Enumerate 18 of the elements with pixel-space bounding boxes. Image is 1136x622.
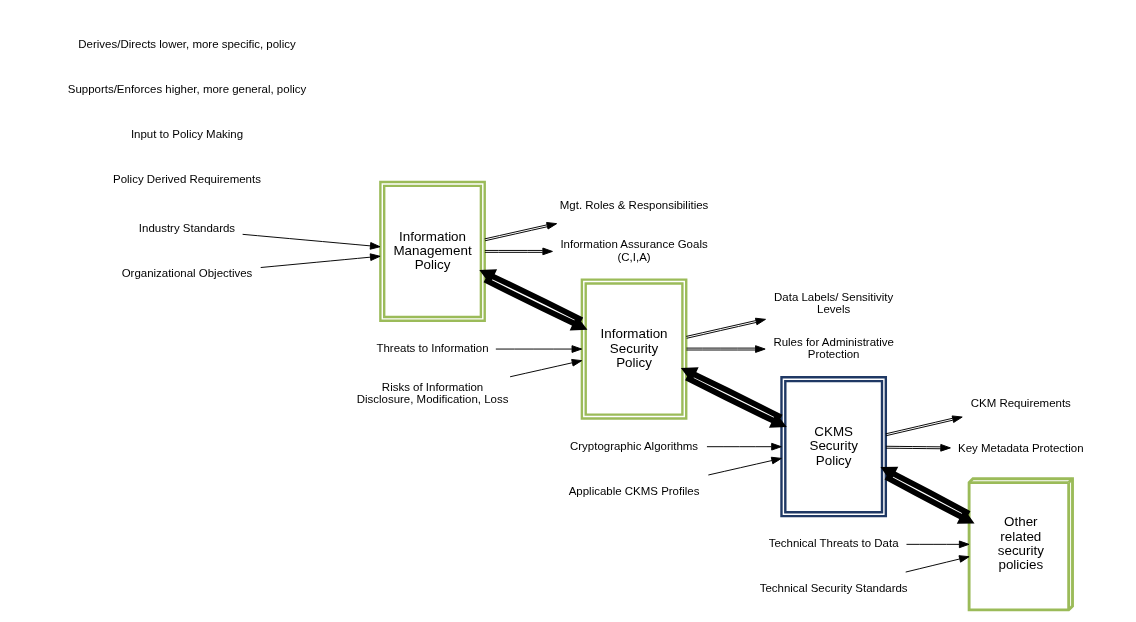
legend-label: Input to Policy Making [130,127,244,140]
node-text: Mgt. Roles & Responsibilities [559,199,709,212]
node-text: Risks of Information Disclosure, Modification, Loss [356,380,509,406]
node-text: Industry Standards [138,222,236,235]
node-text: Rules for Administrative Protection [773,335,894,361]
node-text: Key Metadata Protection [958,441,1084,454]
node-text: Cryptographic Algorithms [569,439,699,452]
legend-label: Derives/Directs lower, more specific, policy [78,37,296,50]
node-text: Data Labels/ Sensitivity Levels [774,290,894,316]
node-text: Technical Security Standards [759,582,908,595]
node-text: CKM Requirements [970,396,1071,409]
legend-label: Policy Derived Requirements [113,172,261,185]
node-text: Information Assurance Goals (C,I,A) [560,238,708,263]
node-text: Organizational Objectives [121,267,253,280]
node-text: Technical Threats to Data [768,537,899,550]
node-text: Applicable CKMS Profiles [568,484,700,497]
legend-label: Supports/Enforces higher, more general, policy [67,82,307,95]
node-text: Threats to Information [376,342,489,355]
